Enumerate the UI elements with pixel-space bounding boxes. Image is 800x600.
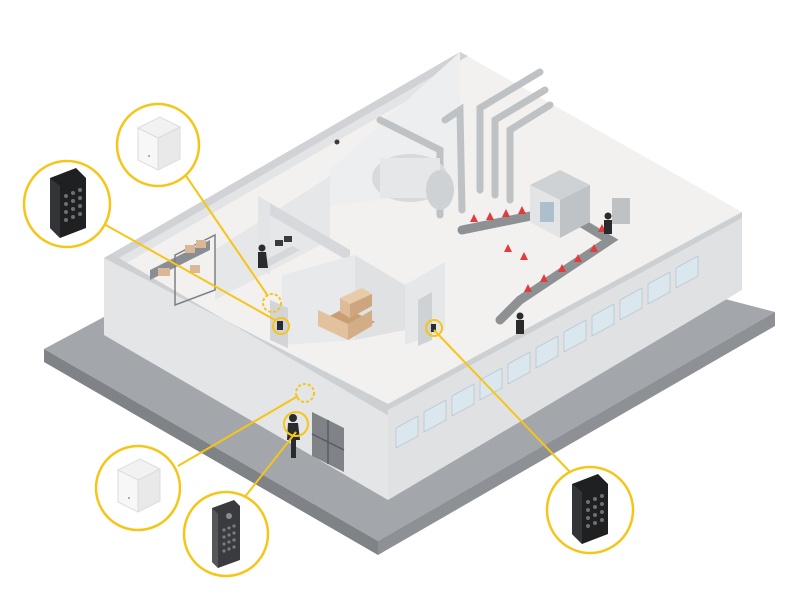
keypad-reader-icon xyxy=(50,168,86,238)
callout-keypad-card-reader-left xyxy=(22,159,112,249)
machinery-cabinet xyxy=(530,170,630,238)
callout-network-door-controller-top xyxy=(115,102,201,188)
storage-shelves xyxy=(150,233,216,307)
entrance-door xyxy=(311,412,345,472)
office-desk xyxy=(258,236,300,268)
white-box-controller-icon xyxy=(116,458,162,513)
pallet-boxes xyxy=(318,288,375,340)
callout-intercom-reader xyxy=(182,490,270,578)
intercom-icon xyxy=(212,500,240,568)
callout-lines xyxy=(103,169,571,499)
callout-network-door-controller-bottom xyxy=(94,444,182,532)
conveyor-line xyxy=(457,205,619,325)
device-highlight-rings xyxy=(262,293,443,437)
device-markers xyxy=(277,139,436,332)
building-floor xyxy=(104,52,742,404)
callout-keypad-card-reader-right xyxy=(545,465,635,555)
workers xyxy=(516,212,612,334)
person-at-entrance xyxy=(287,414,300,458)
storage-tank xyxy=(372,154,454,210)
keypad-reader-icon xyxy=(572,474,608,544)
back-left-wall xyxy=(104,52,468,276)
window-strip xyxy=(395,255,699,449)
white-box-controller-icon xyxy=(136,116,182,171)
